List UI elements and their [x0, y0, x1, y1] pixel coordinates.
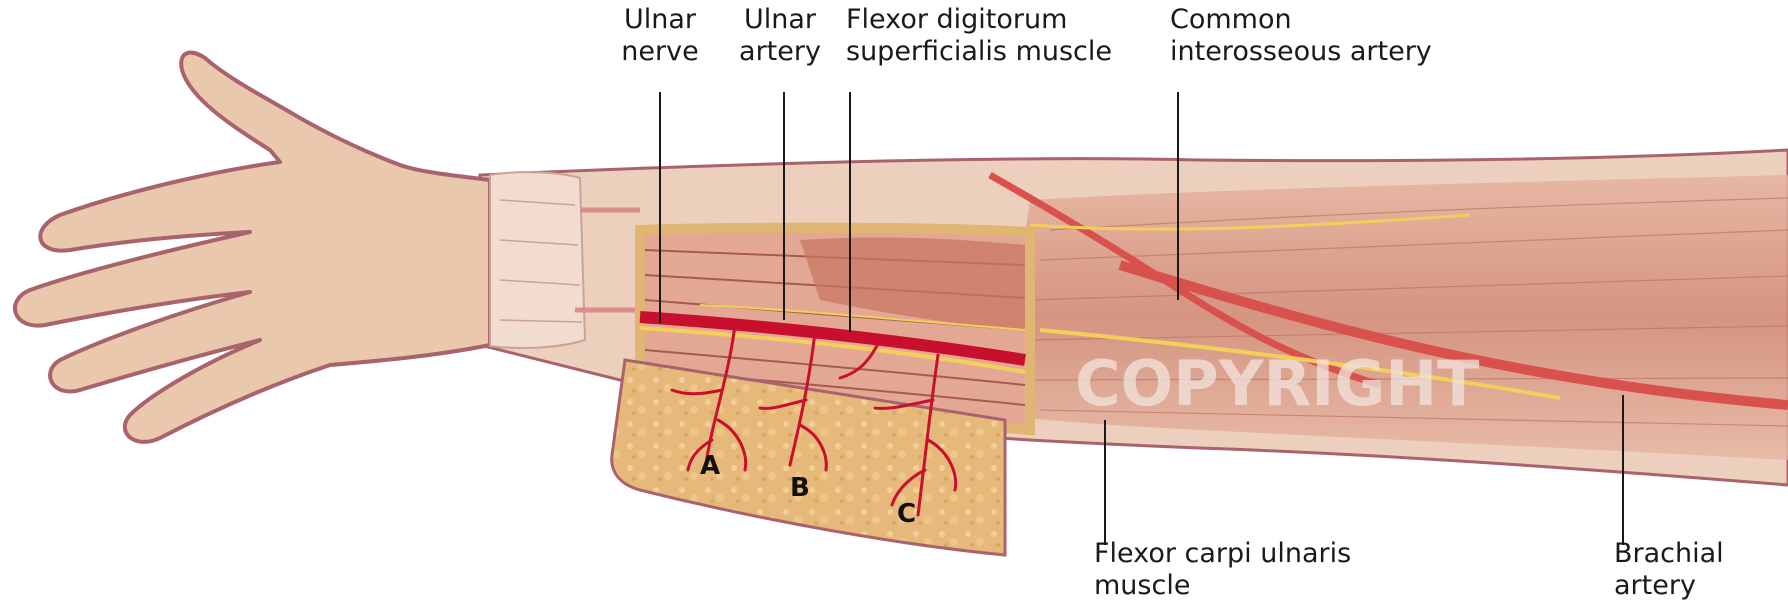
- label-brachial-line2: artery: [1614, 570, 1696, 601]
- hand: [12, 50, 492, 444]
- forearm-nerve-upper: [1029, 213, 1471, 231]
- label-ulnar-nerve-line1: Ulnar: [623, 4, 697, 35]
- label-fcu-line2: muscle: [1094, 570, 1191, 601]
- flap-marker-c: C: [897, 499, 916, 529]
- label-cia-line2: interosseous artery: [1170, 36, 1432, 67]
- forearm-nerve: [1039, 328, 1561, 400]
- label-common-interosseous-artery: Common interosseous artery: [1170, 4, 1432, 68]
- label-ulnar-nerve-line2: nerve: [621, 36, 699, 67]
- label-fcu-muscle: Flexor carpi ulnaris muscle: [1094, 538, 1351, 602]
- label-ulnar-nerve: Ulnar nerve: [590, 4, 730, 68]
- flap-marker-b: B: [790, 473, 810, 503]
- leader-lines: [659, 92, 1624, 545]
- watermark-text: COPYRIGHT: [1075, 347, 1479, 420]
- nerve-branch: [699, 304, 1026, 331]
- retinaculum-lines: [499, 199, 583, 323]
- perforator-vessels: [670, 323, 958, 517]
- ulnar-nerve-fiber: [639, 326, 1026, 374]
- label-brachial-artery: Brachial artery: [1614, 538, 1724, 602]
- label-fcu-line1: Flexor carpi ulnaris: [1094, 538, 1352, 569]
- ulnar-artery-vessel: [639, 311, 1026, 366]
- flexor-retinaculum: [489, 171, 587, 349]
- label-fds-muscle: Flexor digitorum superficialis muscle: [846, 4, 1112, 68]
- label-brachial-line1: Brachial: [1614, 538, 1724, 569]
- label-ulnar-artery-line1: Ulnar: [743, 4, 817, 35]
- label-ulnar-artery-line2: artery: [739, 36, 821, 67]
- wrist-tendons: [575, 207, 640, 313]
- fds-muscle-belly: [800, 237, 1025, 330]
- label-cia-line1: Common: [1170, 4, 1292, 35]
- flap-marker-a: A: [700, 451, 720, 481]
- label-fds-line1: Flexor digitorum: [846, 4, 1068, 35]
- brachial-artery: [1118, 260, 1788, 410]
- label-fds-line2: superficialis muscle: [846, 36, 1113, 67]
- skin-flap: [610, 358, 1007, 557]
- label-ulnar-artery: Ulnar artery: [710, 4, 850, 68]
- forearm-muscles: [1000, 175, 1788, 460]
